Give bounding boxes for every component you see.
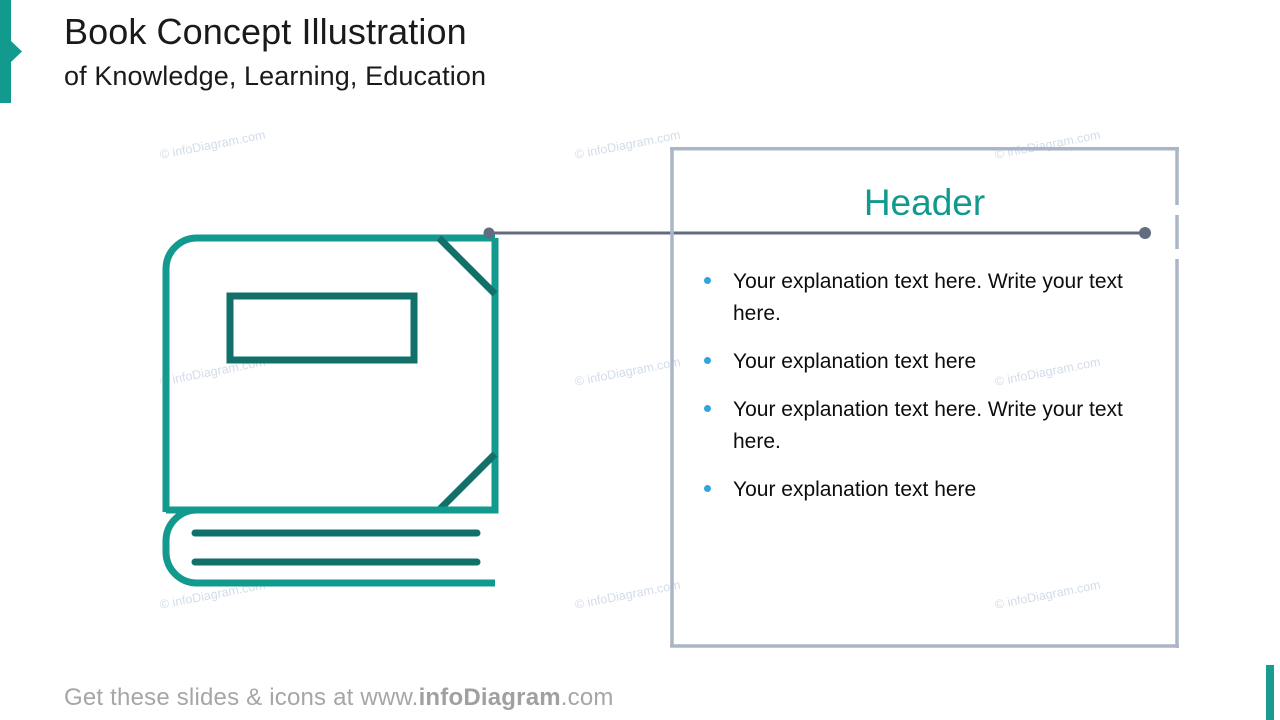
bullet-text: Your explanation text here. Write your t… [733, 398, 1123, 453]
footer-credit: Get these slides & icons at www.infoDiag… [64, 682, 614, 714]
bullet-dot-icon [704, 405, 711, 412]
connector-dot-right [1139, 227, 1151, 239]
footer-prefix: Get these slides & icons at www. [64, 684, 419, 711]
bullet-dot-icon [704, 357, 711, 364]
connector-line [480, 222, 1160, 244]
bullet-list: Your explanation text here. Write your t… [692, 266, 1161, 522]
footer-brand: infoDiagram [418, 684, 561, 711]
bottom-right-accent-bar [1266, 665, 1274, 720]
page-title: Book Concept Illustration of Knowledge, … [64, 9, 764, 94]
watermark: © infoDiagram.com [573, 577, 682, 612]
watermark: © infoDiagram.com [573, 354, 682, 389]
bullet-dot-icon [704, 277, 711, 284]
watermark: © infoDiagram.com [158, 127, 267, 162]
bullet-item: Your explanation text here [692, 346, 1161, 378]
title-main: Book Concept Illustration [64, 11, 467, 52]
watermark: © infoDiagram.com [573, 127, 682, 162]
panel-header: Header [863, 182, 986, 223]
bullet-item: Your explanation text here. Write your t… [692, 394, 1161, 458]
text-panel: Header Your explanation text here. Write… [670, 147, 1179, 648]
bullet-dot-icon [704, 485, 711, 492]
bullet-item: Your explanation text here. Write your t… [692, 266, 1161, 330]
footer-suffix: .com [560, 684, 614, 711]
bullet-text: Your explanation text here [733, 350, 977, 373]
bullet-item: Your explanation text here [692, 474, 1161, 506]
title-subtitle: of Knowledge, Learning, Education [64, 61, 487, 91]
bullet-text: Your explanation text here [733, 478, 977, 501]
bullet-text: Your explanation text here. Write your t… [733, 270, 1123, 325]
connector-dot-left [483, 227, 495, 239]
book-outline-icon [150, 222, 510, 602]
left-accent-bar [0, 0, 30, 103]
